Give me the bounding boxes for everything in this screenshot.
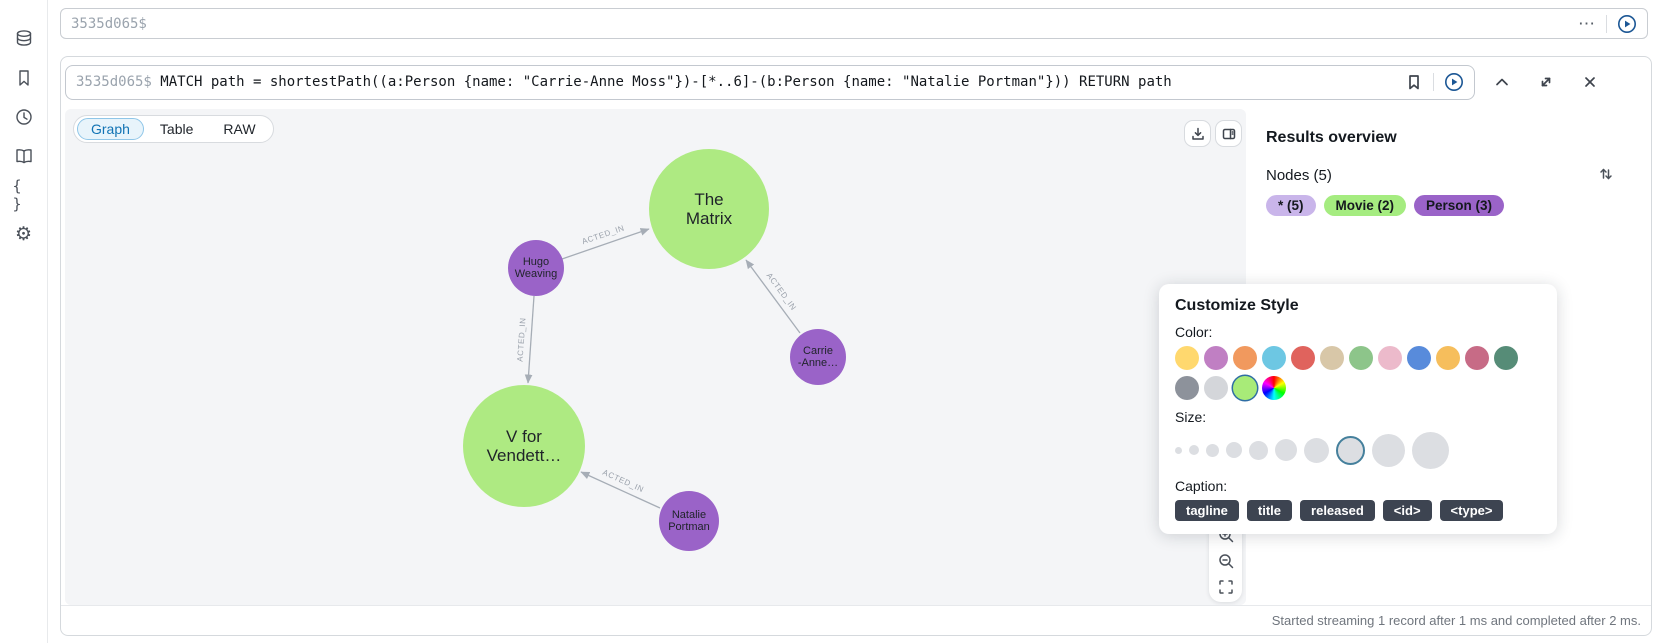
results-overview-title: Results overview: [1266, 129, 1397, 146]
graph-node[interactable]: Carrie-Anne…: [790, 329, 846, 385]
guides-icon[interactable]: [13, 145, 35, 167]
close-icon[interactable]: [1581, 73, 1599, 91]
color-swatch[interactable]: [1465, 346, 1489, 370]
color-swatch-grid: [1175, 346, 1535, 400]
caption-option[interactable]: <type>: [1439, 500, 1504, 521]
caption-options-row: tagline title released <id> <type>: [1175, 500, 1541, 521]
nodes-count-heading: Nodes (5): [1266, 167, 1332, 184]
edge-label: ACTED_IN: [581, 223, 626, 246]
history-icon[interactable]: [13, 106, 35, 128]
caption-option[interactable]: tagline: [1175, 500, 1239, 521]
size-option[interactable]: [1372, 433, 1405, 467]
graph-edge[interactable]: [745, 259, 801, 334]
collapse-chevron-up-icon[interactable]: [1493, 73, 1511, 91]
editor-row: 3535d065$ MATCH path = shortestPath((a:P…: [65, 64, 1647, 100]
editor-prompt: 3535d065$: [76, 74, 152, 90]
size-option[interactable]: [1189, 445, 1199, 455]
code-braces-icon[interactable]: { }: [12, 177, 22, 213]
expand-fullscreen-icon[interactable]: [1537, 73, 1555, 91]
size-option[interactable]: [1226, 442, 1242, 458]
caption-option[interactable]: <id>: [1382, 500, 1432, 521]
color-swatch[interactable]: [1378, 346, 1402, 370]
color-swatch[interactable]: [1494, 346, 1518, 370]
edge-label: ACTED_IN: [516, 317, 528, 362]
fit-to-screen-icon[interactable]: [1217, 578, 1235, 596]
color-swatch[interactable]: [1233, 376, 1257, 400]
command-input-placeholder: 3535d065$: [71, 15, 147, 32]
toggle-side-panel-button[interactable]: [1215, 120, 1242, 147]
color-swatch[interactable]: [1175, 346, 1199, 370]
download-graph-button[interactable]: [1184, 120, 1211, 147]
node-label-badge[interactable]: Person (3): [1414, 195, 1505, 216]
graph-edge[interactable]: [561, 228, 650, 260]
caption-label: Caption:: [1175, 478, 1228, 494]
size-option[interactable]: [1249, 440, 1268, 460]
query-result-frame: 3535d065$ MATCH path = shortestPath((a:P…: [60, 56, 1652, 636]
view-tabs: Graph Table RAW: [73, 115, 274, 143]
size-option[interactable]: [1336, 435, 1365, 465]
command-input-bar[interactable]: 3535d065$ ⋯: [60, 8, 1648, 39]
node-label-badges: * (5) Movie (2) Person (3): [1266, 195, 1647, 216]
graph-actions: [1184, 120, 1242, 147]
color-label: Color:: [1175, 324, 1213, 340]
tab-graph[interactable]: Graph: [77, 118, 144, 140]
editor-query-text: MATCH path = shortestPath((a:Person {nam…: [151, 74, 1172, 90]
color-swatch[interactable]: [1436, 346, 1460, 370]
sort-icon[interactable]: [1597, 165, 1615, 183]
size-option[interactable]: [1412, 431, 1449, 469]
bookmarks-icon[interactable]: [13, 67, 35, 89]
graph-edge[interactable]: [524, 295, 535, 384]
settings-gear-icon[interactable]: ⚙: [14, 223, 33, 245]
edge-label: ACTED_IN: [601, 468, 645, 495]
caption-option[interactable]: title: [1246, 500, 1293, 521]
size-option[interactable]: [1206, 443, 1219, 457]
status-text: Started streaming 1 record after 1 ms an…: [1271, 613, 1641, 628]
color-swatch[interactable]: [1291, 346, 1315, 370]
frame-actions: [1493, 73, 1599, 91]
more-options-icon[interactable]: ⋯: [1578, 14, 1596, 33]
customize-style-title: Customize Style: [1175, 297, 1299, 314]
node-label-badge[interactable]: * (5): [1266, 195, 1316, 216]
customize-style-popup: Customize Style Color: Size: Caption: ta…: [1159, 284, 1557, 534]
size-option[interactable]: [1304, 437, 1329, 463]
color-swatch[interactable]: [1204, 346, 1228, 370]
status-bar: Started streaming 1 record after 1 ms an…: [61, 605, 1651, 635]
database-icon[interactable]: [13, 28, 35, 50]
node-label-badge[interactable]: Movie (2): [1323, 195, 1407, 216]
color-swatch[interactable]: [1262, 376, 1286, 400]
save-bookmark-icon[interactable]: [1405, 73, 1423, 91]
color-swatch[interactable]: [1349, 346, 1373, 370]
size-option[interactable]: [1175, 446, 1182, 454]
color-swatch[interactable]: [1262, 346, 1286, 370]
tab-table[interactable]: Table: [159, 121, 194, 137]
left-sidebar: { } ⚙: [0, 0, 48, 643]
graph-edge[interactable]: [580, 471, 661, 509]
zoom-out-icon[interactable]: [1217, 552, 1235, 570]
color-swatch[interactable]: [1175, 376, 1199, 400]
tab-raw[interactable]: RAW: [223, 121, 256, 137]
size-options-row: [1175, 431, 1541, 469]
size-label: Size:: [1175, 409, 1207, 425]
run-query-button[interactable]: [1444, 72, 1464, 92]
color-swatch[interactable]: [1320, 346, 1344, 370]
size-option[interactable]: [1275, 439, 1297, 461]
caption-option[interactable]: released: [1300, 500, 1375, 521]
color-swatch[interactable]: [1233, 346, 1257, 370]
color-swatch[interactable]: [1407, 346, 1431, 370]
run-command-button[interactable]: [1617, 14, 1637, 34]
color-swatch[interactable]: [1204, 376, 1228, 400]
query-editor[interactable]: 3535d065$ MATCH path = shortestPath((a:P…: [65, 64, 1475, 100]
